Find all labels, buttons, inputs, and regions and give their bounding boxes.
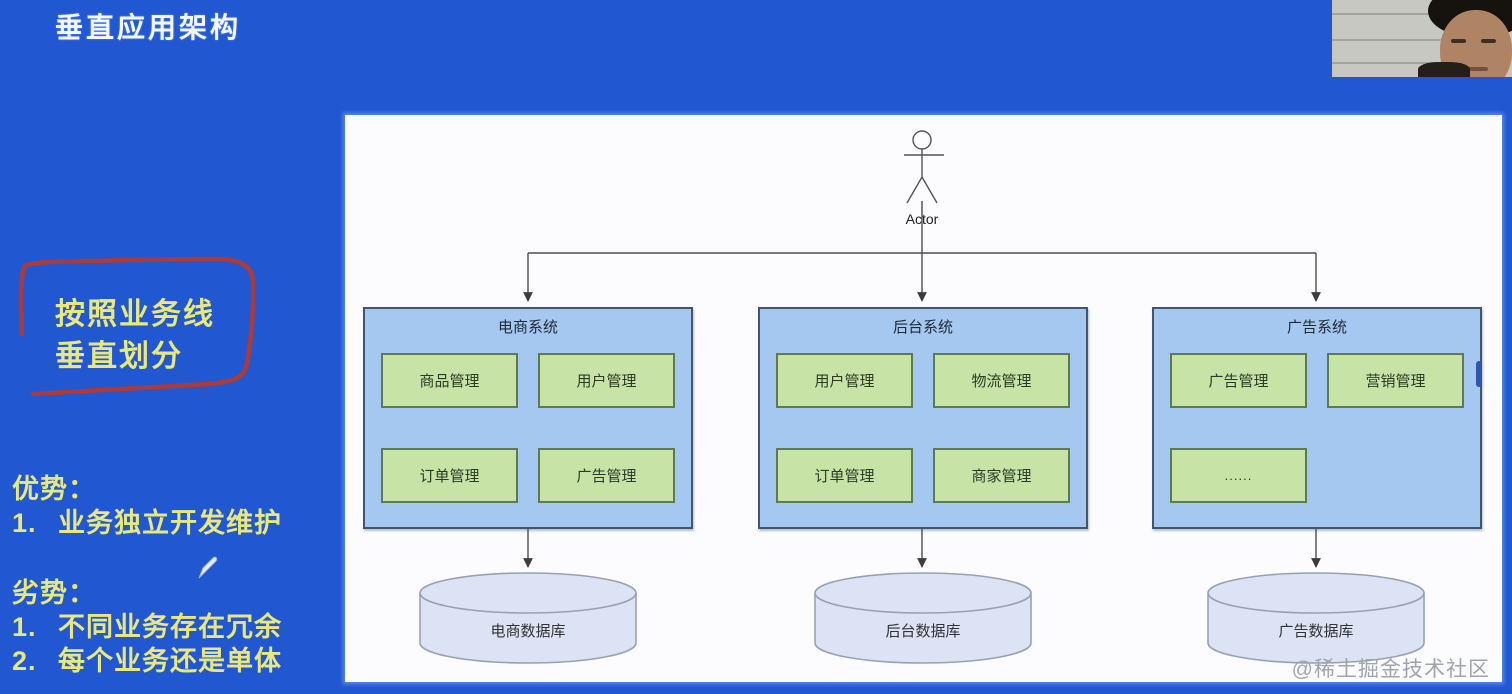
item-number: 2.	[12, 646, 37, 676]
window-blind-line	[1332, 13, 1457, 15]
pros-block: 优势： 1. 业务独立开发维护	[12, 472, 282, 540]
item-text: 不同业务存在冗余	[58, 612, 282, 642]
item-number: 1.	[12, 612, 37, 642]
module-box: 订单管理	[776, 448, 913, 503]
module-box: 广告管理	[538, 448, 675, 503]
system-box-backoffice: 后台系统 用户管理 物流管理 订单管理 商家管理	[758, 307, 1088, 529]
item-text: 每个业务还是单体	[58, 646, 282, 676]
pros-item: 1. 业务独立开发维护	[12, 506, 282, 540]
cons-item: 2. 每个业务还是单体	[12, 644, 282, 678]
module-box: 广告管理	[1170, 353, 1307, 408]
database-label: 广告数据库	[1278, 623, 1354, 640]
pen-cursor-icon	[198, 556, 218, 579]
actor-label: Actor	[905, 211, 939, 227]
database-label: 后台数据库	[885, 623, 961, 640]
cons-block: 劣势： 1. 不同业务存在冗余 2. 每个业务还是单体	[12, 576, 282, 678]
window-blind-line	[1332, 39, 1457, 41]
window-blind-line	[1332, 62, 1457, 64]
person-eye	[1451, 39, 1466, 43]
watermark: @稀土掘金技术社区	[1291, 658, 1490, 681]
module-box: 用户管理	[538, 353, 675, 408]
webcam-feed	[1332, 0, 1512, 77]
system-box-ecommerce: 电商系统 商品管理 用户管理 订单管理 广告管理	[363, 307, 693, 529]
module-box: 商品管理	[381, 353, 518, 408]
circled-note: 按照业务线 垂直划分	[55, 294, 215, 378]
person-shoulder	[1418, 62, 1470, 77]
module-box: 订单管理	[381, 448, 518, 503]
actor-icon	[904, 130, 944, 204]
system-box-advertising: 广告系统 广告管理 营销管理 ......	[1152, 307, 1482, 529]
scrollbar-thumb[interactable]	[1476, 361, 1482, 387]
pros-heading: 优势：	[12, 474, 96, 504]
database-label: 电商数据库	[490, 623, 566, 640]
module-box: 营销管理	[1327, 353, 1464, 408]
red-circle-annotation	[18, 256, 256, 397]
module-box: 商家管理	[933, 448, 1070, 503]
cons-heading: 劣势：	[12, 578, 96, 608]
item-text: 业务独立开发维护	[58, 508, 282, 538]
item-number: 1.	[12, 508, 37, 538]
circled-note-line2: 垂直划分	[55, 340, 183, 373]
module-box: 物流管理	[933, 353, 1070, 408]
module-box: 用户管理	[776, 353, 913, 408]
system-title: 后台系统	[892, 319, 953, 336]
cons-item: 1. 不同业务存在冗余	[12, 610, 282, 644]
person-eye	[1481, 39, 1496, 43]
page-title: 垂直应用架构	[55, 12, 242, 43]
system-title: 广告系统	[1286, 319, 1347, 336]
database-cylinders	[419, 572, 1425, 664]
module-box: ......	[1170, 448, 1307, 503]
person-mouth	[1462, 67, 1488, 71]
system-title: 电商系统	[497, 319, 558, 336]
circled-note-line1: 按照业务线	[55, 298, 215, 331]
architecture-diagram-canvas: Actor	[345, 115, 1502, 682]
